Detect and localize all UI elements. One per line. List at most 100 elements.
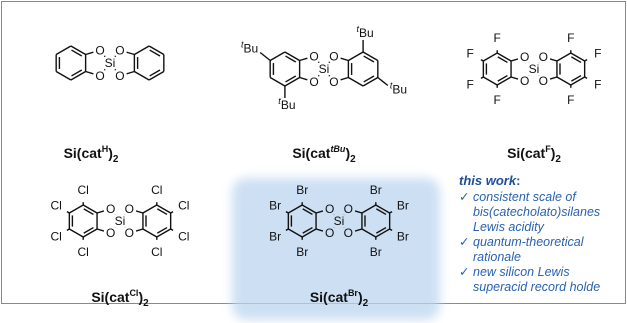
bond xyxy=(135,210,144,214)
double-bond xyxy=(71,69,83,77)
double-bond xyxy=(285,55,297,63)
oxygen-label: O xyxy=(539,74,548,88)
bond xyxy=(269,51,286,62)
double-bond xyxy=(285,75,297,83)
bond xyxy=(114,55,117,58)
bond xyxy=(510,76,519,80)
bond xyxy=(68,228,84,238)
oxygen-label: O xyxy=(115,43,124,57)
bond xyxy=(284,51,300,62)
bond xyxy=(348,51,364,62)
bond xyxy=(269,76,286,87)
bond xyxy=(85,51,94,56)
bond xyxy=(354,210,363,214)
bond xyxy=(480,58,484,62)
oxygen-label: O xyxy=(309,49,318,63)
oxygen-label: O xyxy=(520,74,529,88)
bond xyxy=(496,52,512,62)
oxygen-label: O xyxy=(344,202,353,216)
bond xyxy=(556,76,572,86)
oxygen-label: O xyxy=(329,75,338,89)
oxygen-label: O xyxy=(344,226,353,240)
oxygen-label: O xyxy=(325,202,334,216)
double-bond xyxy=(157,226,168,234)
bond xyxy=(103,68,106,71)
bond xyxy=(156,228,172,238)
highlight-glow xyxy=(232,178,440,320)
oxygen-label: O xyxy=(325,226,334,240)
bond xyxy=(126,70,135,75)
bond xyxy=(340,76,349,81)
tert-butyl-label: tBu xyxy=(390,81,407,97)
bond xyxy=(389,210,393,214)
chlorine-label: Cl xyxy=(178,230,189,244)
bond xyxy=(135,228,144,232)
double-bond xyxy=(571,74,582,82)
bond xyxy=(389,228,393,232)
silicon-label: Si xyxy=(529,62,540,76)
fluorine-label: F xyxy=(467,78,474,92)
bromine-label: Br xyxy=(370,245,382,259)
bond xyxy=(284,76,300,87)
bond xyxy=(482,52,498,62)
bond xyxy=(317,61,320,64)
double-bond xyxy=(83,226,94,234)
bond xyxy=(361,228,377,238)
caption-si-cat-br: Si(catBr)2 xyxy=(310,288,369,309)
bond xyxy=(496,76,512,86)
fluorine-label: F xyxy=(594,46,601,60)
oxygen-label: O xyxy=(95,43,104,57)
tert-butyl-label: tBu xyxy=(278,96,295,112)
tert-butyl-label: tBu xyxy=(241,40,258,56)
bond xyxy=(70,70,86,81)
bond xyxy=(375,228,391,238)
oxygen-label: O xyxy=(115,69,124,83)
chlorine-label: Cl xyxy=(51,198,62,212)
double-bond xyxy=(376,226,387,234)
double-bond xyxy=(497,56,508,64)
bond xyxy=(375,204,391,214)
this-work-item: consistent scale ofbis(catecholato)silan… xyxy=(459,190,627,235)
double-bond xyxy=(71,49,83,57)
bond xyxy=(134,45,150,56)
bond xyxy=(482,76,498,86)
bond xyxy=(348,76,364,87)
bond xyxy=(85,70,94,75)
bond xyxy=(287,228,303,238)
bond xyxy=(156,204,172,214)
bond xyxy=(328,61,331,64)
bond xyxy=(82,228,98,238)
bromine-label: Br xyxy=(296,245,308,259)
bond xyxy=(510,58,519,62)
bond xyxy=(114,68,117,71)
chlorine-label: Cl xyxy=(51,230,62,244)
bond xyxy=(549,58,558,62)
bond xyxy=(142,228,158,238)
caption-si-cat-cl: Si(catCl)2 xyxy=(91,288,149,309)
bond xyxy=(362,76,379,87)
chlorine-label: Cl xyxy=(178,198,189,212)
double-bond xyxy=(363,75,375,83)
double-bond xyxy=(149,69,161,77)
bond xyxy=(362,51,379,62)
chlorine-label: Cl xyxy=(151,245,162,259)
bond xyxy=(96,210,105,214)
bond xyxy=(584,76,588,80)
silicon-label: Si xyxy=(115,214,126,228)
bond xyxy=(96,228,105,232)
oxygen-label: O xyxy=(125,202,134,216)
bond xyxy=(148,45,165,56)
double-bond xyxy=(157,208,168,216)
double-bond xyxy=(376,208,387,216)
fluorine-label: F xyxy=(567,31,574,45)
silicon-label: Si xyxy=(319,62,330,76)
bond xyxy=(328,74,331,77)
double-bond xyxy=(497,74,508,82)
chlorine-label: Cl xyxy=(151,183,162,197)
bond xyxy=(285,228,289,232)
bond xyxy=(377,76,389,87)
bond xyxy=(55,45,72,56)
